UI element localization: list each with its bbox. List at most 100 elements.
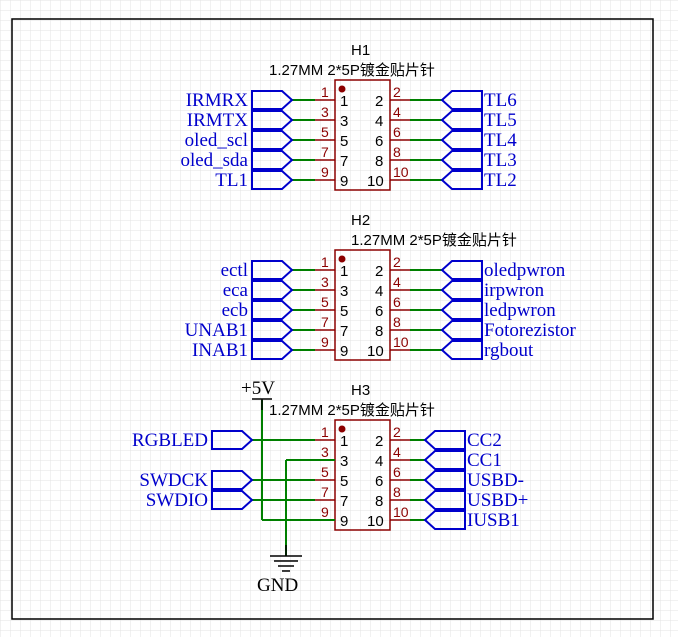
net-label: oledpwron <box>484 260 566 281</box>
net-port-flag <box>440 110 483 130</box>
net-port-flag <box>211 490 254 510</box>
pin-number: 9 <box>321 164 329 180</box>
pin-number: 5 <box>321 124 329 140</box>
pin-number-inner: 2 <box>375 263 383 280</box>
pin-number: 4 <box>393 444 401 460</box>
net-port-flag <box>440 300 483 320</box>
pin-number-inner: 7 <box>340 493 348 510</box>
net-port-flag <box>423 450 466 470</box>
pin-number-inner: 6 <box>375 473 383 490</box>
pin-number: 4 <box>393 274 401 290</box>
pin-number: 2 <box>393 254 401 270</box>
net-label: CC2 <box>467 430 502 451</box>
pin-number: 1 <box>321 424 329 440</box>
net-port-flag <box>211 430 254 450</box>
net-label: IRMRX <box>186 90 249 111</box>
net-label: irpwron <box>484 280 545 301</box>
net-port-flag <box>251 340 294 360</box>
pin-number: 7 <box>321 144 329 160</box>
net-label: UNAB1 <box>185 320 248 341</box>
component-ref: H1 <box>351 42 370 59</box>
vcc-label: +5V <box>241 378 275 399</box>
net-label: TL6 <box>484 90 517 111</box>
component-value: 1.27MM 2*5P镀金贴片针 <box>351 232 517 249</box>
pin-number: 6 <box>393 124 401 140</box>
pin-number: 6 <box>393 294 401 310</box>
pin-number-inner: 7 <box>340 153 348 170</box>
pin-number-inner: 5 <box>340 473 348 490</box>
header-body <box>334 249 391 361</box>
net-label: TL5 <box>484 110 517 131</box>
net-port-flag <box>440 150 483 170</box>
net-port-flag <box>423 430 466 450</box>
pin-number-inner: 3 <box>340 283 348 300</box>
net-label: RGBLED <box>132 430 208 451</box>
net-label: ectl <box>221 260 248 281</box>
pin-number-inner: 4 <box>375 113 383 130</box>
pin-number-inner: 1 <box>340 433 348 450</box>
pin-number: 6 <box>393 464 401 480</box>
net-label: SWDCK <box>139 470 208 491</box>
net-label: CC1 <box>467 450 502 471</box>
pin-number: 5 <box>321 294 329 310</box>
net-port-flag <box>440 90 483 110</box>
net-label: TL4 <box>484 130 517 151</box>
net-port-flag <box>251 110 294 130</box>
net-label: INAB1 <box>192 340 248 361</box>
net-port-flag <box>423 470 466 490</box>
net-port-flag <box>440 280 483 300</box>
component-value: 1.27MM 2*5P镀金贴片针 <box>269 62 435 79</box>
pin-number-inner: 10 <box>367 513 384 530</box>
pin-number-inner: 9 <box>340 173 348 190</box>
net-port-flag <box>251 300 294 320</box>
net-port-flag <box>251 170 294 190</box>
pin-number-inner: 10 <box>367 343 384 360</box>
net-port-flag <box>440 170 483 190</box>
pin1-marker <box>338 85 346 93</box>
net-label: ecb <box>222 300 248 321</box>
net-label: oled_sda <box>180 150 248 171</box>
net-label: IUSB1 <box>467 510 520 531</box>
net-label: Fotorezistor <box>484 320 576 341</box>
pin-number: 8 <box>393 144 401 160</box>
component-ref: H3 <box>351 382 370 399</box>
net-label: eca <box>223 280 249 301</box>
pin-number: 10 <box>393 164 409 180</box>
net-port-flag <box>440 320 483 340</box>
pin-number-inner: 1 <box>340 263 348 280</box>
pin-number-inner: 8 <box>375 153 383 170</box>
net-label: USBD- <box>467 470 524 491</box>
pin-number: 2 <box>393 84 401 100</box>
pin-number-inner: 2 <box>375 433 383 450</box>
net-port-flag <box>440 340 483 360</box>
pin-number-inner: 2 <box>375 93 383 110</box>
pin-number: 1 <box>321 254 329 270</box>
pin-number-inner: 6 <box>375 133 383 150</box>
power-wiring <box>261 400 335 556</box>
net-port-flag <box>423 510 466 530</box>
gnd-label: GND <box>257 575 298 596</box>
pin-number: 2 <box>393 424 401 440</box>
pin-number: 3 <box>321 444 329 460</box>
net-label: TL1 <box>215 170 248 191</box>
net-port-flag <box>423 490 466 510</box>
net-port-flag <box>251 150 294 170</box>
pin-number: 7 <box>321 484 329 500</box>
net-label: TL2 <box>484 170 517 191</box>
pin-number-inner: 1 <box>340 93 348 110</box>
pin-number-inner: 3 <box>340 453 348 470</box>
pin1-marker <box>338 425 346 433</box>
pin-number: 5 <box>321 464 329 480</box>
net-label: ledpwron <box>484 300 556 321</box>
net-label: oled_scl <box>185 130 248 151</box>
component-ref: H2 <box>351 212 370 229</box>
pin-number-inner: 9 <box>340 343 348 360</box>
pin-number-inner: 6 <box>375 303 383 320</box>
pin-number: 3 <box>321 104 329 120</box>
pin-number-inner: 4 <box>375 283 383 300</box>
pin-number-inner: 4 <box>375 453 383 470</box>
pin-number: 4 <box>393 104 401 120</box>
